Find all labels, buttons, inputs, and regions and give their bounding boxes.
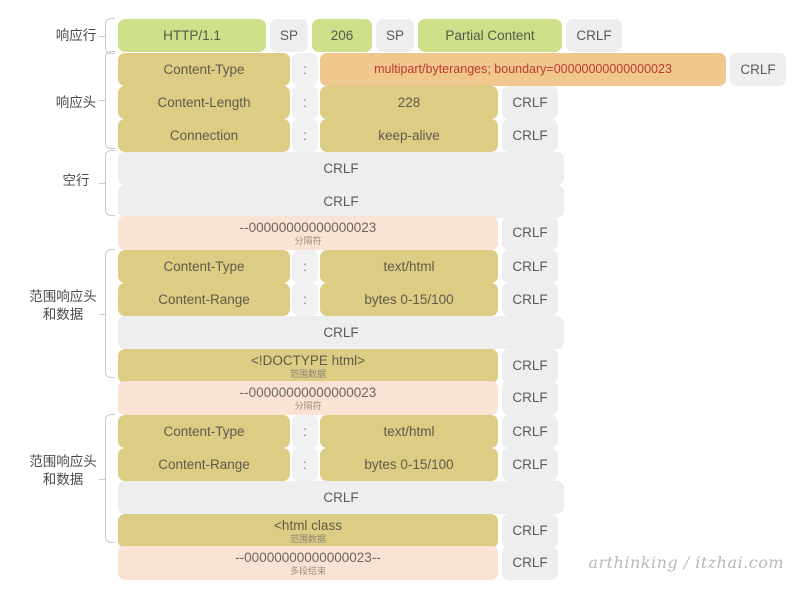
group-label-response-headers: 响应头	[40, 94, 112, 112]
status-line-sp-2: SP	[376, 19, 414, 52]
group-label-text: 空行	[62, 173, 90, 188]
bracket-response-line	[99, 18, 115, 54]
watermark: arthinking / itzhai.com	[588, 553, 784, 572]
status-line-sp-1: SP	[270, 19, 308, 52]
part2-range-data[interactable]: <html class 范围数据	[118, 514, 498, 548]
group-label-response-line: 响应行	[40, 27, 112, 45]
header-connection-value[interactable]: keep-alive	[320, 119, 498, 152]
part1-content-range-name[interactable]: Content-Range	[118, 283, 290, 316]
part2-content-range-value[interactable]: bytes 0-15/100	[320, 448, 498, 481]
part1-content-range-value[interactable]: bytes 0-15/100	[320, 283, 498, 316]
status-line-status-code[interactable]: 206	[312, 19, 372, 52]
bracket-range-part-1	[99, 249, 115, 378]
blank-line-row-1: CRLF	[118, 152, 564, 185]
part1-content-type-value[interactable]: text/html	[320, 250, 498, 283]
part2-content-type-value[interactable]: text/html	[320, 415, 498, 448]
bracket-blank-line	[99, 150, 115, 216]
part1-content-type-colon: :	[292, 250, 318, 283]
group-label-text-line1: 范围响应头	[29, 454, 97, 469]
part1-range-data-crlf: CRLF	[502, 349, 558, 383]
group-label-text: 响应头	[55, 95, 97, 110]
part1-content-range-colon: :	[292, 283, 318, 316]
part1-content-type-name[interactable]: Content-Type	[118, 250, 290, 283]
part2-blank-line: CRLF	[118, 481, 564, 514]
header-content-type-crlf: CRLF	[730, 53, 786, 86]
part2-range-data-sublabel: 范围数据	[289, 534, 326, 545]
header-connection-name[interactable]: Connection	[118, 119, 290, 152]
part2-content-range-colon: :	[292, 448, 318, 481]
group-label-text-line2: 和数据	[42, 471, 84, 487]
part1-content-type-crlf: CRLF	[502, 250, 558, 283]
header-connection-colon: :	[292, 119, 318, 152]
group-label-text-line1: 范围响应头	[29, 289, 97, 304]
bracket-nub	[99, 36, 106, 37]
part2-content-range-crlf: CRLF	[502, 448, 558, 481]
part1-content-range-crlf: CRLF	[502, 283, 558, 316]
status-line-reason-phrase[interactable]: Partial Content	[418, 19, 562, 52]
bracket-response-headers	[99, 51, 115, 149]
boundary-separator-1[interactable]: --00000000000000023 分隔符	[118, 216, 498, 250]
bracket-nub	[99, 478, 106, 480]
part2-range-data-crlf: CRLF	[502, 514, 558, 548]
boundary-separator-2-crlf: CRLF	[502, 381, 558, 415]
boundary-separator-1-crlf: CRLF	[502, 216, 558, 250]
part2-content-type-name[interactable]: Content-Type	[118, 415, 290, 448]
part1-blank-line: CRLF	[118, 316, 564, 349]
header-content-length-name[interactable]: Content-Length	[118, 86, 290, 119]
group-label-range-part-2: 范围响应头 和数据	[14, 453, 112, 488]
bracket-nub	[99, 100, 106, 101]
header-content-type-value[interactable]: multipart/byteranges; boundary=000000000…	[320, 53, 726, 86]
header-content-length-colon: :	[292, 86, 318, 119]
blank-line-row-2: CRLF	[118, 185, 564, 218]
boundary-separator-2[interactable]: --00000000000000023 分隔符	[118, 381, 498, 415]
group-label-text-line2: 和数据	[42, 306, 84, 322]
part2-content-range-name[interactable]: Content-Range	[118, 448, 290, 481]
group-label-range-part-1: 范围响应头 和数据	[14, 288, 112, 323]
status-line-crlf: CRLF	[566, 19, 622, 52]
header-connection-crlf: CRLF	[502, 119, 558, 152]
header-content-length-value[interactable]: 228	[320, 86, 498, 119]
part1-range-data[interactable]: <!DOCTYPE html> 范围数据	[118, 349, 498, 383]
group-label-blank-line: 空行	[40, 172, 112, 190]
bracket-range-part-2	[99, 414, 115, 543]
part1-range-data-sublabel: 范围数据	[289, 369, 326, 380]
part2-content-type-crlf: CRLF	[502, 415, 558, 448]
group-label-text: 响应行	[55, 28, 97, 43]
header-content-length-crlf: CRLF	[502, 86, 558, 119]
header-content-type-name[interactable]: Content-Type	[118, 53, 290, 86]
boundary-end-sublabel: 多段结束	[289, 566, 326, 577]
bracket-nub	[99, 313, 106, 315]
boundary-end-crlf: CRLF	[502, 546, 558, 580]
boundary-separator-1-sublabel: 分隔符	[294, 236, 322, 247]
boundary-separator-2-sublabel: 分隔符	[294, 401, 322, 412]
header-content-type-colon: :	[292, 53, 318, 86]
status-line-protocol[interactable]: HTTP/1.1	[118, 19, 266, 52]
bracket-nub	[99, 183, 106, 184]
part2-content-type-colon: :	[292, 415, 318, 448]
boundary-end[interactable]: --00000000000000023-- 多段结束	[118, 546, 498, 580]
